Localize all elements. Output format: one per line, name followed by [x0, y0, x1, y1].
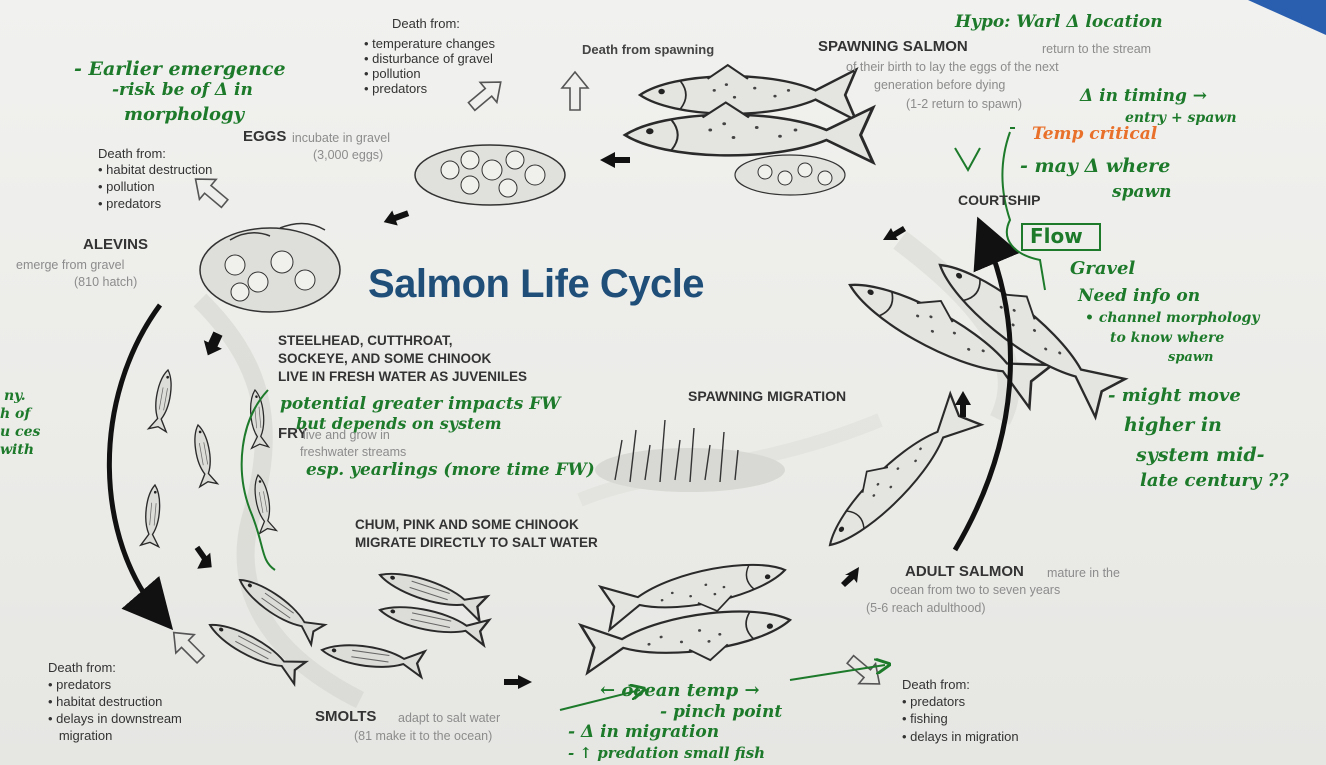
death-eggs-item-1: • temperature changes [364, 36, 495, 51]
death-from-spawning: Death from spawning [582, 42, 714, 57]
death-eggs-item-3: • pollution [364, 66, 421, 81]
eggs-desc-2: (3,000 eggs) [313, 148, 383, 162]
fish-fry-1 [149, 368, 177, 431]
fish-spawning-1 [640, 65, 856, 120]
note-left-edge-3: u ces [0, 424, 40, 440]
diagram-title: Salmon Life Cycle [368, 262, 704, 307]
death-adults-head: Death from: [902, 677, 970, 692]
note-need-info-4: spawn [1168, 350, 1213, 365]
death-smolts-head: Death from: [48, 660, 116, 675]
note-may-change-1: - may Δ where [1020, 155, 1170, 177]
courtship-label: COURTSHIP [958, 192, 1040, 208]
death-arrow-smolts [165, 623, 210, 668]
note-temp-critical: Temp critical [1032, 124, 1157, 144]
fish-smolt-3 [320, 637, 425, 677]
note-might-move-1: - might move [1108, 385, 1241, 406]
spawning-salmon-desc-4: (1-2 return to spawn) [906, 97, 1022, 111]
gravel-nest-eggs [415, 145, 565, 205]
note-need-info-1: Need info on [1078, 286, 1200, 306]
death-smolts-item-4: migration [48, 728, 112, 743]
note-ocean-temp-1: ← ocean temp → [600, 680, 760, 701]
gravel-nest-spawning [735, 155, 845, 195]
note-ocean-temp-3: - Δ in migration [568, 722, 719, 742]
note-left-edge-4: with [0, 442, 34, 458]
juveniles-fw-line-1: STEELHEAD, CUTTHROAT, [278, 333, 453, 348]
note-gravel: Gravel [1070, 258, 1135, 279]
juveniles-fw-line-3: LIVE IN FRESH WATER AS JUVENILES [278, 369, 527, 384]
adult-salmon-desc-3: (5-6 reach adulthood) [866, 601, 986, 615]
note-need-info-3: to know where [1110, 330, 1224, 346]
note-earlier-emergence-1: - Earlier emergence [74, 58, 286, 80]
alevins-desc-1: emerge from gravel [16, 258, 124, 272]
salt-water-line-2: MIGRATE DIRECTLY TO SALT WATER [355, 535, 598, 550]
juveniles-fw-line-2: SOCKEYE, AND SOME CHINOOK [278, 351, 491, 366]
note-might-move-4: late century ?? [1140, 470, 1289, 491]
death-alevins-item-2: • pollution [98, 179, 155, 194]
note-potential-3: esp. yearlings (more time FW) [306, 460, 595, 480]
death-eggs-item-4: • predators [364, 81, 427, 96]
note-potential-1: potential greater impacts FW [280, 394, 560, 414]
fish-fry-2 [189, 423, 217, 486]
death-arrow-spawning [562, 72, 588, 110]
death-alevins-item-1: • habitat destruction [98, 162, 212, 177]
death-adults-item-2: • fishing [902, 711, 948, 726]
death-eggs-item-2: • disturbance of gravel [364, 51, 493, 66]
adult-salmon-label: ADULT SALMON [905, 563, 1024, 580]
smolts-desc-1: adapt to salt water [398, 711, 500, 725]
note-ocean-temp-2: - pinch point [660, 702, 782, 722]
eggs-label: EGGS [243, 128, 286, 145]
eggs-desc-1: incubate in gravel [292, 131, 390, 145]
fish-fry-3 [141, 484, 164, 547]
spawning-salmon-desc-3: generation before dying [874, 78, 1005, 92]
note-may-change-2: spawn [1112, 182, 1171, 202]
death-smolts-item-1: • predators [48, 677, 111, 692]
note-need-info-2: • channel morphology [1085, 310, 1259, 326]
spawning-migration-label: SPAWNING MIGRATION [688, 388, 846, 404]
note-potential-2: but depends on system [296, 414, 502, 433]
alevins-desc-2: (810 hatch) [74, 275, 137, 289]
note-earlier-emergence-2: -risk be of Δ in [112, 80, 253, 100]
death-alevins-item-3: • predators [98, 196, 161, 211]
gravel-nest-alevins [200, 223, 340, 312]
fish-migrating [812, 391, 982, 561]
spawning-salmon-desc-1: return to the stream [1042, 42, 1151, 56]
alevins-label: ALEVINS [83, 236, 148, 253]
note-left-edge-2: h of [0, 406, 30, 422]
reeds-illustration [595, 420, 785, 492]
death-adults-item-3: • delays in migration [902, 729, 1019, 744]
cycle-arrow-left [109, 305, 160, 615]
spawning-salmon-desc-2: of their birth to lay the eggs of the ne… [846, 60, 1059, 74]
adult-salmon-desc-1: mature in the [1047, 566, 1120, 580]
spawning-salmon-label: SPAWNING SALMON [818, 38, 968, 55]
death-smolts-item-2: • habitat destruction [48, 694, 162, 709]
note-might-move-3: system mid- [1136, 444, 1265, 466]
fry-desc-2: freshwater streams [300, 445, 406, 459]
note-hypo-1: Hypo: Warl Δ location [955, 12, 1163, 32]
note-left-edge-1: ny. [4, 388, 26, 404]
death-arrow-eggs [463, 72, 509, 116]
note-hypo-2: Δ in timing → [1080, 86, 1207, 106]
adult-salmon-desc-2: ocean from two to seven years [890, 583, 1060, 597]
note-earlier-emergence-3: morphology [124, 104, 244, 125]
death-eggs-head: Death from: [392, 16, 460, 31]
note-flow: Flow [1030, 224, 1083, 248]
note-might-move-2: higher in [1124, 414, 1222, 436]
smolts-label: SMOLTS [315, 708, 376, 725]
death-adults-item-1: • predators [902, 694, 965, 709]
smolts-desc-2: (81 make it to the ocean) [354, 729, 492, 743]
corner-tab [1248, 0, 1326, 35]
salt-water-line-1: CHUM, PINK AND SOME CHINOOK [355, 517, 579, 532]
note-ocean-temp-4: - ↑ predation small fish [568, 744, 765, 762]
death-alevins-head: Death from: [98, 146, 166, 161]
death-smolts-item-3: • delays in downstream [48, 711, 182, 726]
